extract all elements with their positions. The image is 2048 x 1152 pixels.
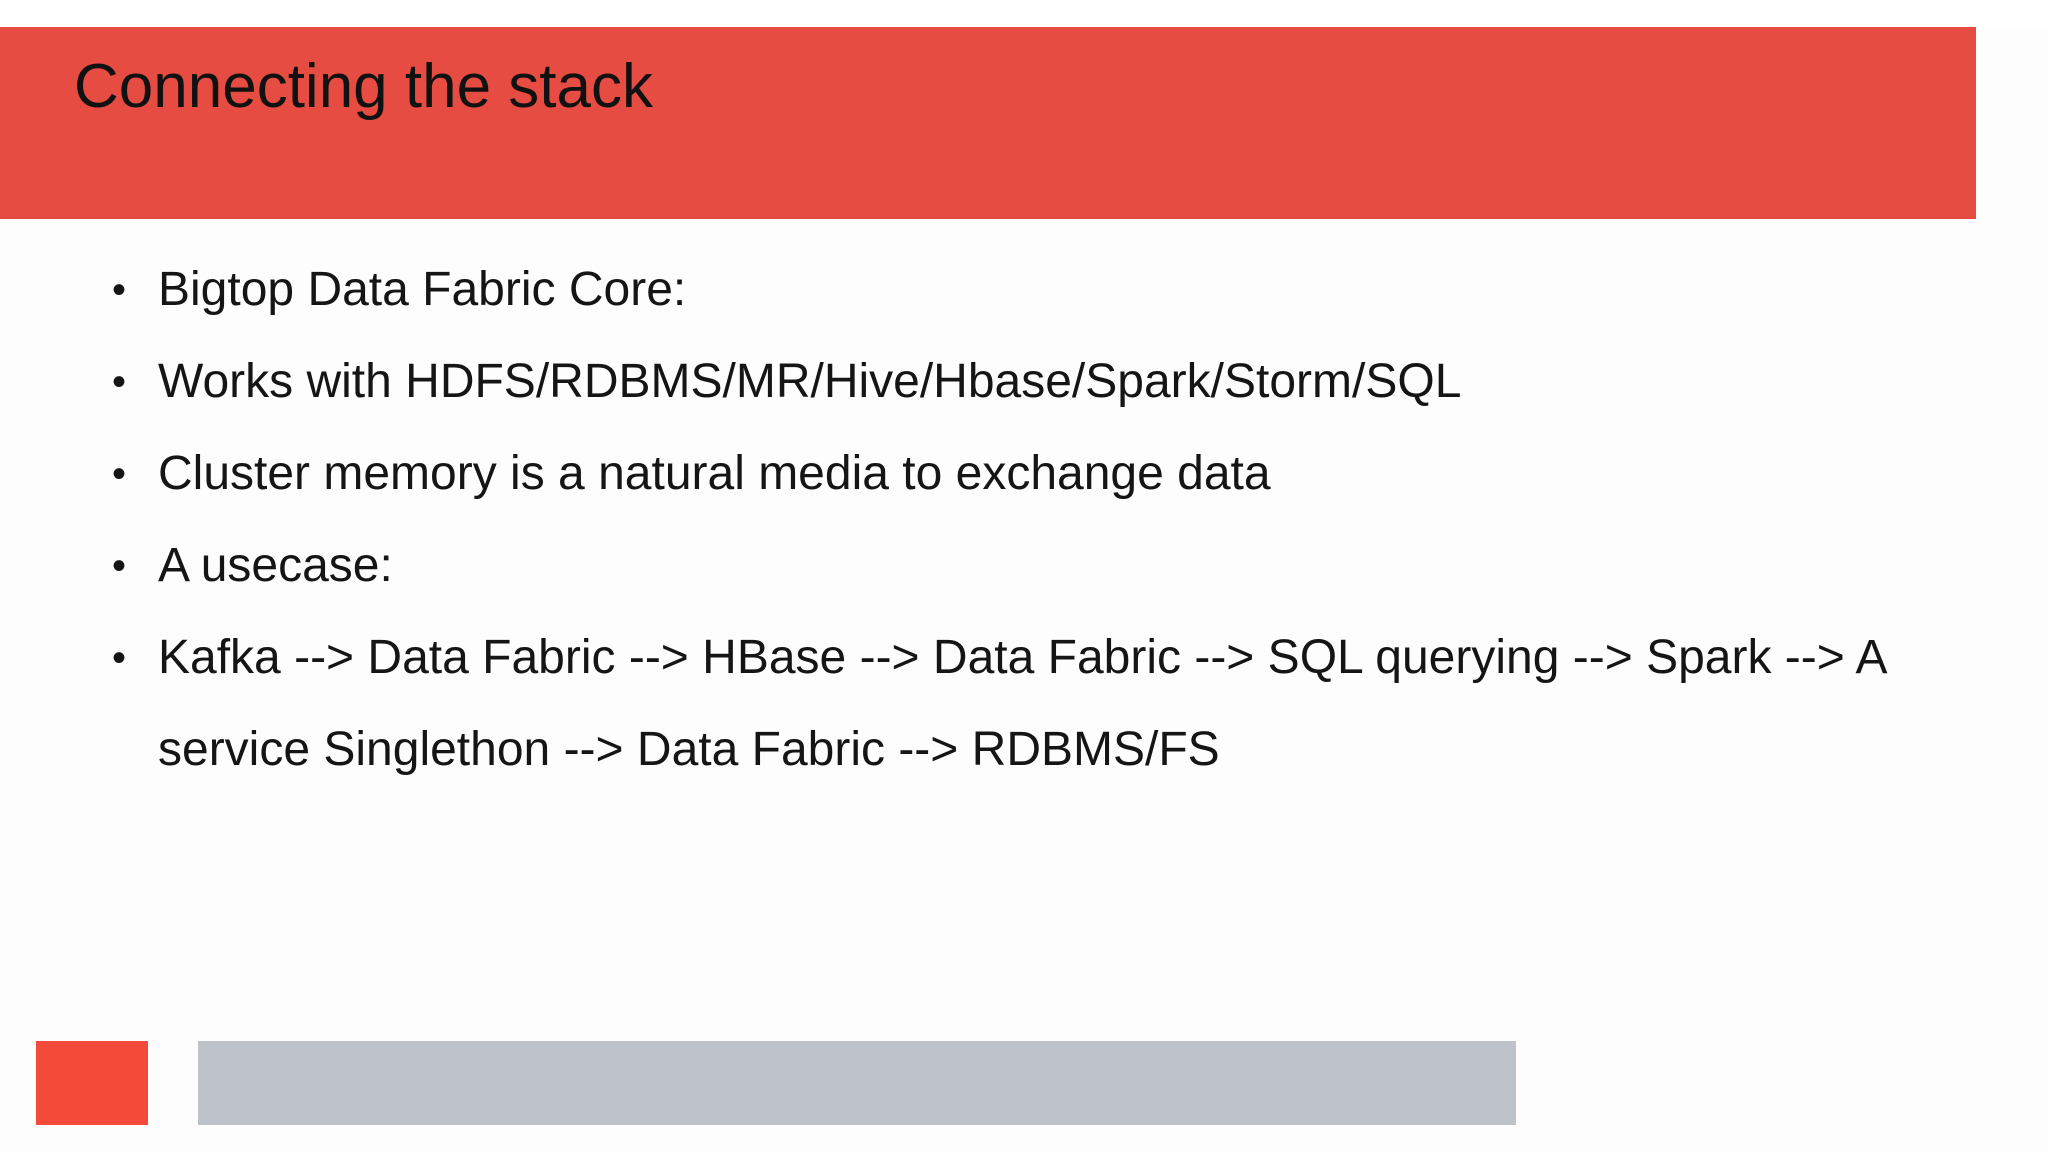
bullet-text: Bigtop Data Fabric Core: (158, 263, 687, 316)
bullet-text: Kafka --> Data Fabric --> HBase --> Data… (158, 631, 1885, 776)
bullet-item: • A usecase: (110, 520, 1940, 612)
bullet-text: Works with HDFS/RDBMS/MR/Hive/Hbase/Spar… (158, 355, 1462, 408)
bullet-dot-icon: • (112, 452, 127, 496)
header-band (0, 27, 1976, 219)
slide-title: Connecting the stack (74, 52, 654, 121)
footer-accent-square (36, 1041, 148, 1125)
bullet-text: Cluster memory is a natural media to exc… (158, 447, 1271, 500)
bullet-dot-icon: • (112, 268, 127, 312)
bullet-text: A usecase: (158, 539, 393, 592)
bullet-list: • Bigtop Data Fabric Core: • Works with … (110, 244, 1940, 796)
bullet-item: • Works with HDFS/RDBMS/MR/Hive/Hbase/Sp… (110, 336, 1940, 428)
bullet-item: • Cluster memory is a natural media to e… (110, 428, 1940, 520)
top-strip (0, 0, 2048, 27)
bullet-dot-icon: • (112, 360, 127, 404)
bullet-dot-icon: • (112, 636, 127, 680)
bullet-dot-icon: • (112, 544, 127, 588)
bullet-item: • Bigtop Data Fabric Core: (110, 244, 1940, 336)
footer-bar (198, 1041, 1516, 1125)
bullet-item: • Kafka --> Data Fabric --> HBase --> Da… (110, 612, 1940, 796)
